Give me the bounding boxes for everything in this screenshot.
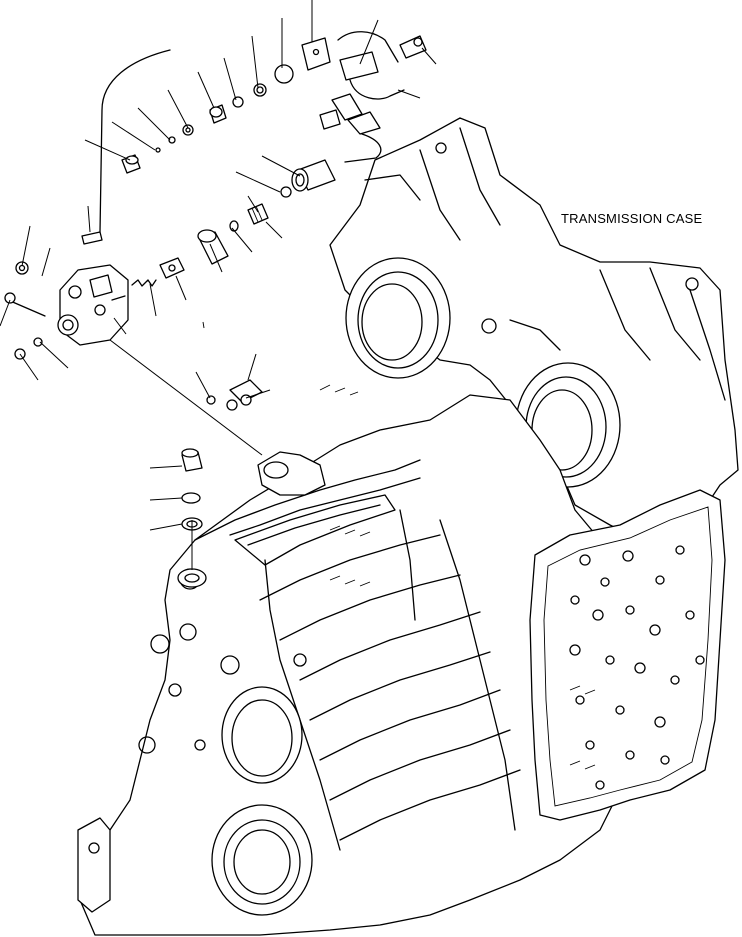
valve-assembly: [4, 31, 427, 411]
detail-marks: [319, 384, 596, 770]
valve-plate-holes: [569, 545, 705, 790]
transmission-case-body: [77, 117, 739, 936]
leader-lines: [0, 0, 437, 570]
transmission-case-label: TRANSMISSION CASE: [561, 211, 703, 226]
